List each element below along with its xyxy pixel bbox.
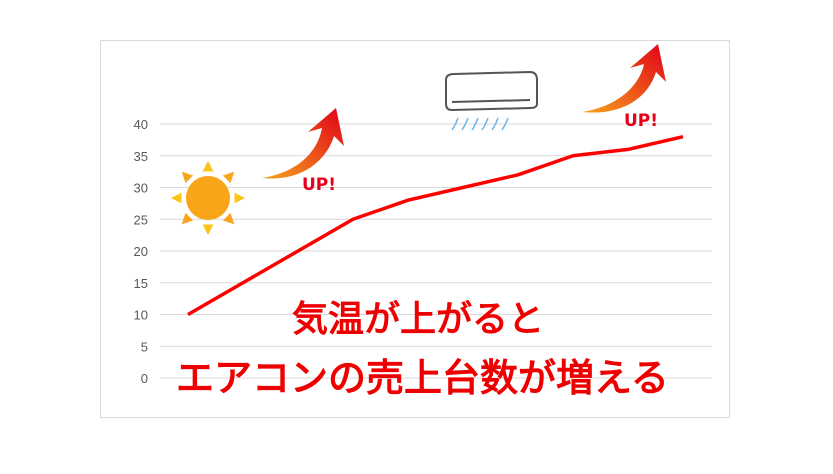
series-line bbox=[187, 134, 684, 317]
y-tick-label: 15 bbox=[134, 276, 148, 291]
y-tick-label: 10 bbox=[134, 308, 148, 323]
caption-line-1: 気温が上がると bbox=[292, 299, 545, 340]
chart-frame bbox=[100, 40, 730, 418]
y-tick-label: 0 bbox=[141, 371, 148, 386]
caption-line-2: エアコンの売上台数が増える bbox=[176, 356, 669, 400]
up-label: UP! bbox=[624, 111, 658, 131]
y-tick-label: 25 bbox=[134, 212, 148, 227]
up-arrow-icon bbox=[262, 108, 344, 179]
air-conditioner-icon bbox=[445, 70, 538, 131]
up-arrow-icon bbox=[582, 44, 666, 113]
sun-icon bbox=[171, 161, 245, 235]
y-tick-label: 5 bbox=[141, 339, 148, 354]
y-tick-label: 35 bbox=[134, 149, 148, 164]
y-tick-label: 20 bbox=[134, 244, 148, 259]
up-label: UP! bbox=[302, 175, 336, 195]
y-tick-label: 40 bbox=[134, 117, 148, 132]
y-tick-label: 30 bbox=[134, 181, 148, 196]
